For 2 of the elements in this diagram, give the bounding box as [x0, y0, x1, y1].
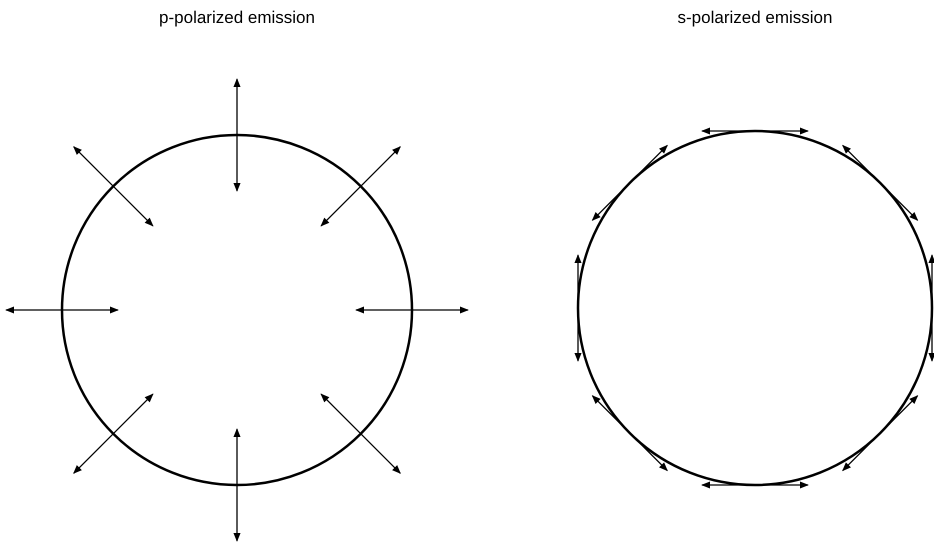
panel-title: s-polarized emission — [676, 7, 834, 29]
panel-title: p-polarized emission — [158, 7, 316, 29]
